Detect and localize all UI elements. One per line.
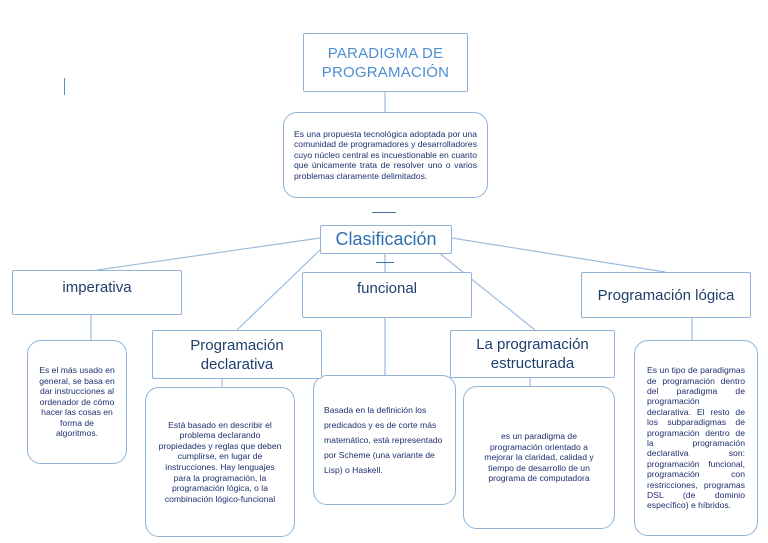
estructurada-description: es un paradigma de programación orientad… <box>484 431 594 484</box>
estructurada-label: La programación estructurada <box>476 336 589 372</box>
declarativa-node: Programación declarativa <box>152 330 322 379</box>
funcional-node: funcional <box>302 272 472 318</box>
classification-label: Clasificación <box>335 229 437 249</box>
connector-clasificacion-imperativa <box>96 237 321 271</box>
definition-node: Es una propuesta tecnológica adoptada po… <box>283 112 488 198</box>
logica-description-node: Es un tipo de paradigmas de programación… <box>634 340 758 536</box>
funcional-description: Basada en la definición los predicados y… <box>324 404 443 475</box>
estructurada-description-node: es un paradigma de programación orientad… <box>463 386 615 529</box>
declarativa-description-node: Está basado en describir el problema dec… <box>145 387 295 537</box>
declarativa-label: Programación declarativa <box>190 336 284 373</box>
logica-label: Programación lógica <box>597 286 735 304</box>
funcional-description-node: Basada en la definición los predicados y… <box>313 375 456 505</box>
classification-node: Clasificación <box>320 225 452 254</box>
definition-text: Es una propuesta tecnológica adoptada po… <box>294 128 477 181</box>
logica-description: Es un tipo de paradigmas de programación… <box>647 365 745 511</box>
imperativa-description-node: Es el más usado en general, se basa en d… <box>27 340 127 464</box>
connector-clasificacion-logica <box>451 237 666 273</box>
imperativa-label: imperativa <box>62 279 132 296</box>
text-cursor <box>64 78 65 95</box>
estructurada-node: La programación estructurada <box>450 330 615 378</box>
connector-clasificacion-estructurada <box>437 251 536 331</box>
divider-bottom <box>376 262 394 263</box>
logica-node: Programación lógica <box>581 272 751 318</box>
root-title: PARADIGMA DE PROGRAMACIÓN <box>321 44 450 81</box>
declarativa-description: Está basado en describir el problema dec… <box>158 419 282 504</box>
root-node: PARADIGMA DE PROGRAMACIÓN <box>303 33 468 92</box>
imperativa-description: Es el más usado en general, se basa en d… <box>39 364 115 439</box>
imperativa-node: imperativa <box>12 270 182 315</box>
funcional-label: funcional <box>356 280 418 297</box>
divider-top <box>372 212 396 213</box>
connector-clasificacion-declarativa <box>236 247 323 331</box>
